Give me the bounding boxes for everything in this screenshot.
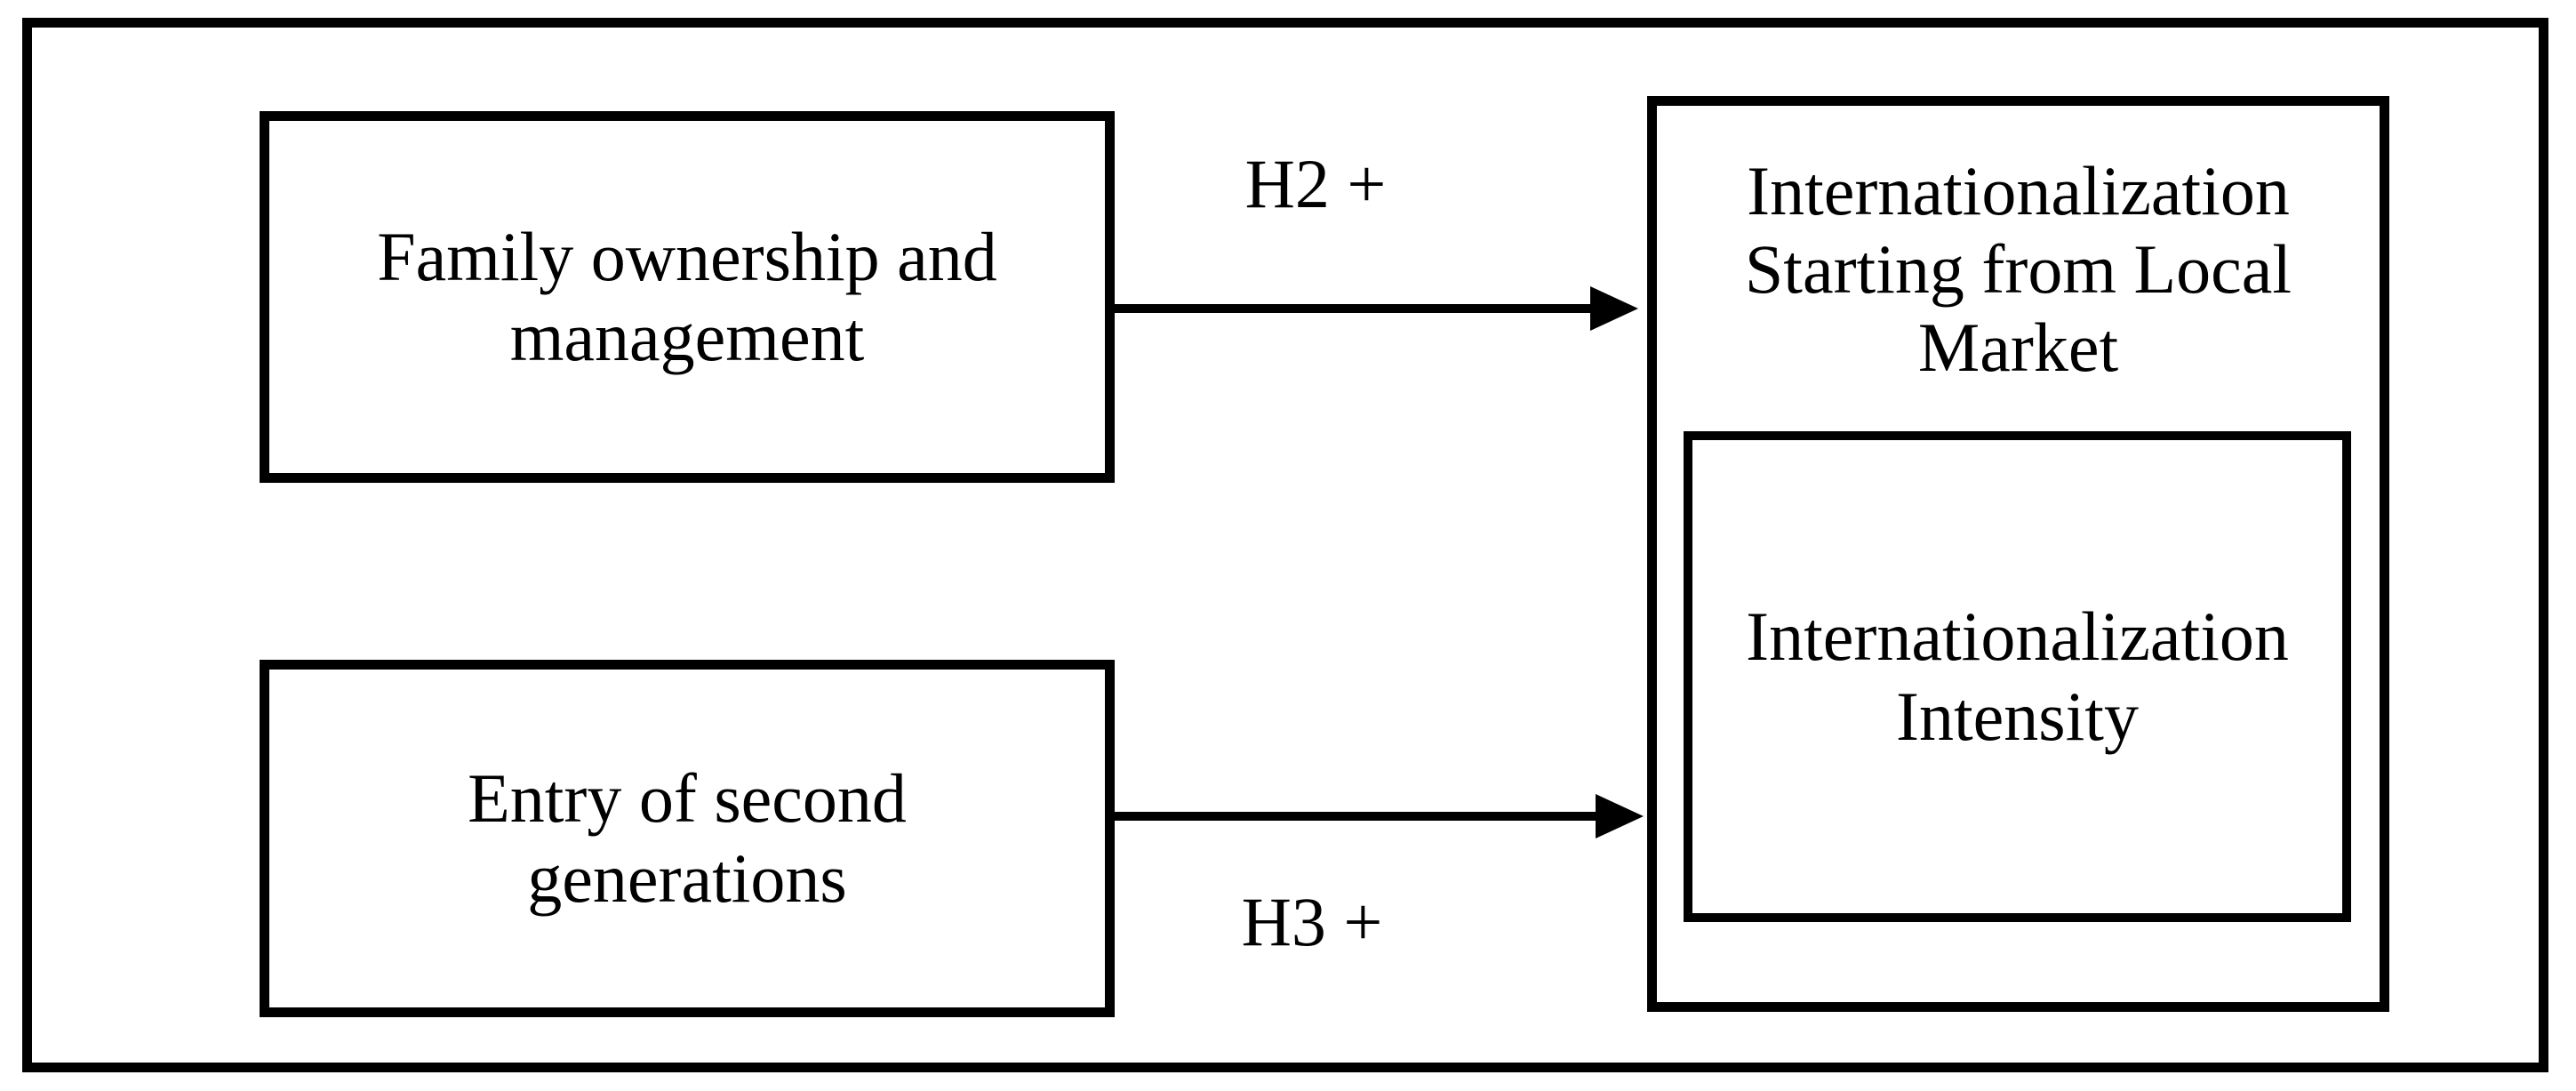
internationalization-intensity-label: Internationalization Intensity bbox=[1746, 598, 2289, 755]
arrow-h3-shaft bbox=[1115, 812, 1600, 821]
entry-second-generations-label: Entry of second generations bbox=[468, 759, 907, 917]
diagram-outer-frame bbox=[22, 18, 2548, 1072]
box-internationalization-local-market: Internationalization Starting from Local… bbox=[1647, 96, 2389, 1012]
family-ownership-label: Family ownership and management bbox=[377, 218, 997, 375]
arrow-h2-label: H2 + bbox=[1244, 145, 1387, 222]
internationalization-local-market-label: Internationalization Starting from Local… bbox=[1744, 152, 2292, 386]
box-entry-second-generations: Entry of second generations bbox=[260, 660, 1115, 1017]
arrow-h2-head bbox=[1590, 286, 1638, 331]
arrow-h2-shaft bbox=[1115, 304, 1595, 313]
arrow-h3-label: H3 + bbox=[1241, 883, 1383, 960]
box-internationalization-intensity: Internationalization Intensity bbox=[1684, 431, 2351, 922]
box-family-ownership: Family ownership and management bbox=[260, 111, 1115, 483]
arrow-h3-head bbox=[1596, 794, 1644, 838]
